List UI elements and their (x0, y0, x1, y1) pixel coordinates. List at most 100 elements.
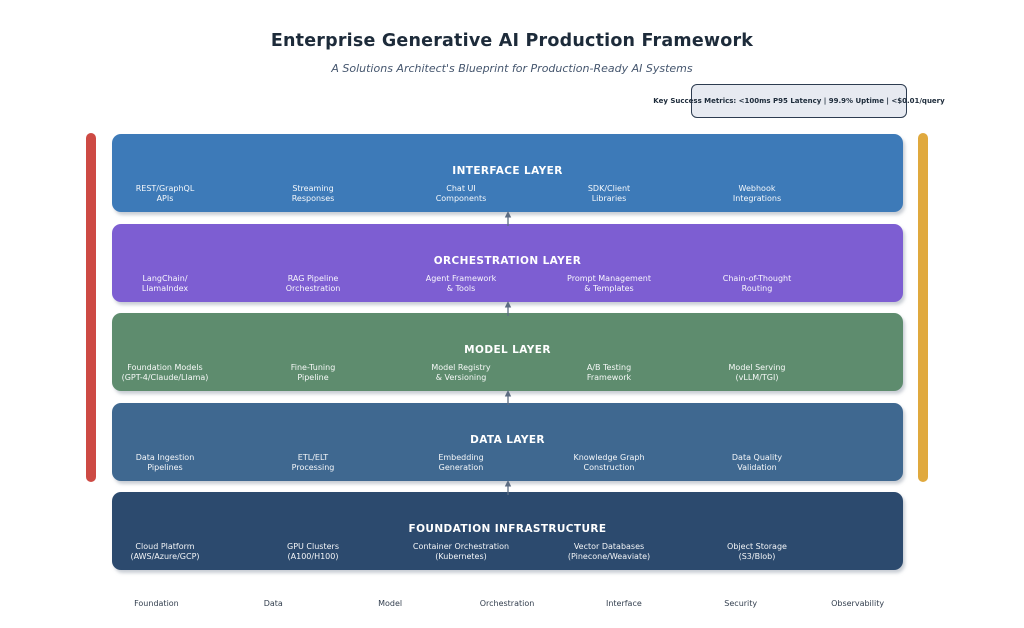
layer-item: Container Orchestration(Kubernetes) (387, 542, 535, 561)
item-line: Routing (741, 283, 773, 293)
item-line: Data Quality (731, 453, 783, 462)
item-line: ETL/ELT (297, 453, 329, 462)
layer-title: ORCHESTRATION LAYER (433, 255, 582, 267)
layer-item: Cloud Platform(AWS/Azure/GCP) (91, 542, 239, 561)
item-line: Fine-Tuning (290, 363, 336, 372)
item-line: Pipeline (297, 372, 329, 382)
page-title: Enterprise Generative AI Production Fram… (270, 31, 754, 51)
item-line: (A100/H100) (287, 551, 339, 561)
layer-foundation: FOUNDATION INFRASTRUCTURE Cloud Platform… (112, 492, 903, 570)
footer-label: Security (724, 599, 758, 608)
item-line: Foundation Models (127, 363, 203, 372)
footer-label: Model (378, 599, 403, 608)
layer-title: INTERFACE LAYER (452, 165, 563, 177)
layer-item: Agent Framework& Tools (387, 274, 535, 293)
item-line: Validation (737, 462, 777, 472)
item-line: GPU Clusters (287, 542, 339, 551)
item-line: REST/GraphQL (135, 184, 195, 193)
item-line: Data Ingestion (135, 453, 195, 462)
item-line: (AWS/Azure/GCP) (130, 551, 200, 561)
layer-item: Object Storage(S3/Blob) (683, 542, 831, 561)
up-arrow-icon (500, 389, 516, 405)
item-line: Agent Framework (425, 274, 497, 283)
item-line: Processing (291, 462, 335, 472)
item-line: & Tools (446, 283, 476, 293)
layer-title: FOUNDATION INFRASTRUCTURE (408, 523, 607, 535)
item-line: Chat UI (446, 184, 476, 193)
item-line: Prompt Management (567, 274, 651, 283)
item-line: (Pinecone/Weaviate) (567, 551, 651, 561)
up-arrow-icon (500, 300, 516, 316)
item-line: Model Registry (431, 363, 491, 372)
item-line: Framework (586, 372, 632, 382)
item-line: Construction (583, 462, 635, 472)
left-accent-bar (86, 133, 96, 482)
item-line: Webhook (738, 184, 776, 193)
key-metrics-text: Key Success Metrics: <100ms P95 Latency … (653, 97, 945, 105)
layer-title: MODEL LAYER (464, 344, 551, 356)
page-subtitle: A Solutions Architect's Blueprint for Pr… (331, 62, 693, 75)
footer-concern-labels: Foundation Data Model Orchestration Inte… (98, 599, 916, 608)
item-line: Knowledge Graph (573, 453, 645, 462)
up-arrow-icon (500, 210, 516, 226)
item-line: SDK/Client (587, 184, 631, 193)
item-line: Streaming (292, 184, 334, 193)
item-line: Chain-of-Thought (722, 274, 792, 283)
item-line: Embedding (438, 453, 484, 462)
footer-label: Observability (831, 599, 885, 608)
footer-label: Foundation (134, 599, 179, 608)
layer-items: Cloud Platform(AWS/Azure/GCP) GPU Cluste… (91, 542, 831, 561)
item-line: (vLLM/TGI) (735, 372, 779, 382)
item-line: (Kubernetes) (435, 551, 487, 561)
item-line: Container Orchestration (412, 542, 510, 551)
item-line: Object Storage (727, 542, 787, 551)
layer-orchestration: ORCHESTRATION LAYER LangChain/LlamaIndex… (112, 224, 903, 302)
item-line: (GPT-4/Claude/Llama) (121, 372, 209, 382)
item-line: RAG Pipeline (287, 274, 339, 283)
item-line: Libraries (591, 193, 627, 203)
item-line: Components (435, 193, 487, 203)
layer-item: Model Registry& Versioning (387, 363, 535, 382)
item-line: Orchestration (285, 283, 341, 293)
item-line: & Versioning (435, 372, 487, 382)
item-line: LangChain/ (142, 274, 188, 283)
item-line: Responses (291, 193, 335, 203)
layer-item: GPU Clusters(A100/H100) (239, 542, 387, 561)
layer-item: Foundation Models(GPT-4/Claude/Llama) (91, 363, 239, 382)
up-arrow-icon (500, 479, 516, 495)
item-line: Integrations (732, 193, 782, 203)
footer-label: Data (263, 599, 283, 608)
layer-model: MODEL LAYER Foundation Models(GPT-4/Clau… (112, 313, 903, 391)
item-line: LlamaIndex (141, 283, 189, 293)
item-line: APIs (156, 193, 174, 203)
item-line: A/B Testing (586, 363, 632, 372)
layer-item: Prompt Management& Templates (535, 274, 683, 293)
layer-item: LangChain/LlamaIndex (91, 274, 239, 293)
item-line: Vector Databases (573, 542, 645, 551)
layer-item: Model Serving(vLLM/TGI) (683, 363, 831, 382)
item-line: (S3/Blob) (738, 551, 776, 561)
footer-label: Interface (605, 599, 642, 608)
layer-item: Vector Databases(Pinecone/Weaviate) (535, 542, 683, 561)
item-line: Pipelines (147, 462, 183, 472)
item-line: Model Serving (728, 363, 786, 372)
item-line: Generation (438, 462, 484, 472)
footer-label: Orchestration (479, 599, 535, 608)
